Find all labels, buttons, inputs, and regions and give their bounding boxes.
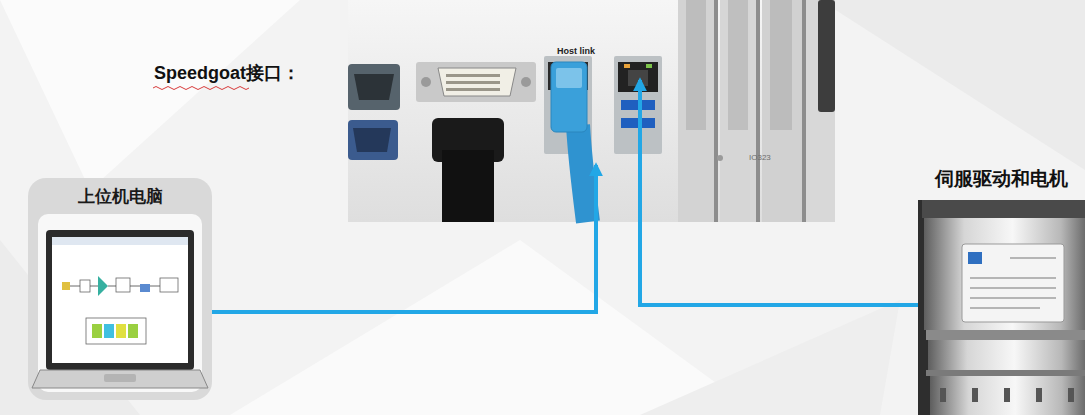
board-label: IO323 (749, 153, 771, 163)
motor-ring (930, 376, 1085, 415)
port-led (624, 64, 630, 68)
brand-logo (968, 252, 982, 264)
dvi-socket (438, 68, 516, 96)
expansion-slots (678, 0, 835, 222)
name-plate (962, 244, 1064, 322)
laptop-screen (52, 237, 188, 363)
box-heading: 上位机电脑 (78, 187, 163, 207)
port-led (646, 64, 652, 68)
motor-groove (926, 370, 1085, 376)
laptop-base (32, 370, 208, 388)
motor-ring (922, 200, 1085, 218)
serial-port-socket (354, 74, 394, 100)
background-facet (0, 0, 300, 190)
port-label: Host link (557, 46, 595, 57)
screw (521, 77, 531, 87)
model-blocks (62, 276, 178, 344)
vga-socket (353, 128, 391, 152)
plate-lines (970, 258, 1056, 308)
video-cable (442, 150, 494, 222)
motor-groove (926, 330, 1085, 340)
cable-plug-clip (556, 68, 582, 88)
cable-connector (640, 80, 918, 305)
chassis (348, 0, 835, 222)
background-facet (820, 0, 1085, 170)
motor-photo (918, 200, 1085, 415)
window-bar (52, 237, 188, 245)
vga-port (348, 120, 398, 160)
bolts (940, 388, 1074, 402)
touchpad (104, 374, 136, 382)
screw (717, 155, 723, 161)
background-facet (230, 240, 760, 415)
network-cable (578, 125, 588, 222)
laptop-illustration (32, 214, 208, 392)
panel-heading: Speedgoat接口： (154, 63, 300, 85)
motor-heading: 伺服驱动和电机 (935, 168, 1068, 191)
laptop-panel (38, 214, 202, 392)
background-facet (640, 300, 900, 415)
dvi-pins (446, 74, 500, 91)
dvi-port (416, 62, 536, 102)
laptop-bezel (46, 230, 194, 370)
speedgoat-photo (348, 0, 835, 222)
motor-ring (928, 340, 1085, 370)
screw (421, 77, 431, 87)
motor-body (924, 218, 1085, 330)
cable-plug (551, 62, 587, 132)
cable-connector (212, 165, 596, 312)
photo-ground (918, 200, 1085, 415)
ribbon-connector (818, 0, 835, 112)
spellcheck-squiggle (153, 87, 249, 90)
serial-port (348, 64, 400, 110)
